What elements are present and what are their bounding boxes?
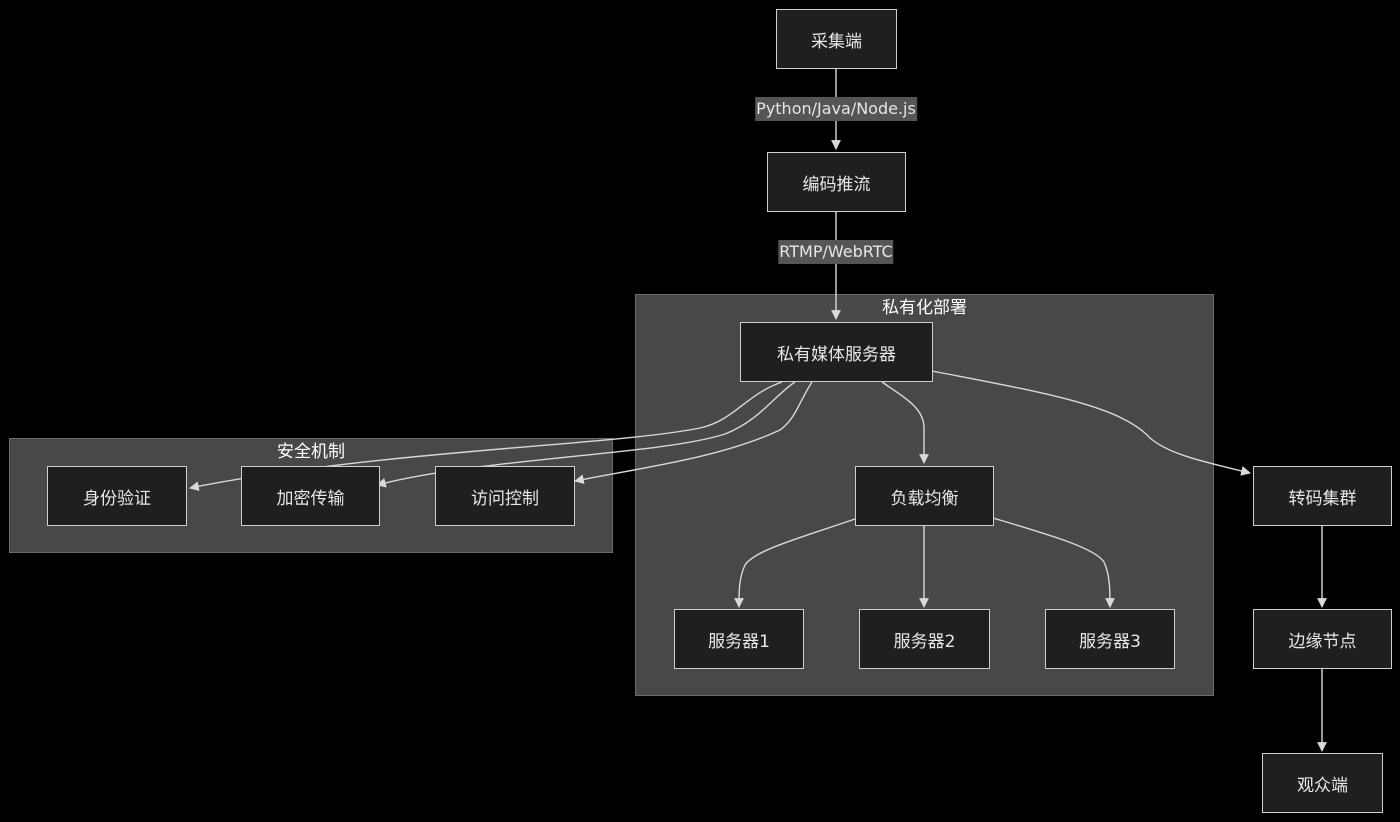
node-load-balancer[interactable]: 负载均衡 [855,466,994,526]
edge-label-languages: Python/Java/Node.js [755,97,917,121]
node-collector[interactable]: 采集端 [776,9,897,69]
node-edge-node[interactable]: 边缘节点 [1253,609,1392,669]
node-server2[interactable]: 服务器2 [859,609,990,669]
node-server1[interactable]: 服务器1 [674,609,804,669]
node-transcode[interactable]: 转码集群 [1253,466,1392,526]
node-access-control[interactable]: 访问控制 [435,466,575,526]
node-media-server[interactable]: 私有媒体服务器 [740,322,933,382]
node-viewer[interactable]: 观众端 [1262,753,1383,813]
cluster-security-title: 安全机制 [277,442,345,462]
node-auth[interactable]: 身份验证 [47,466,187,526]
cluster-private-deployment-title: 私有化部署 [882,298,967,318]
node-server3[interactable]: 服务器3 [1045,609,1175,669]
node-encoder[interactable]: 编码推流 [767,152,906,212]
edge-label-protocols: RTMP/WebRTC [778,240,894,264]
node-encryption[interactable]: 加密传输 [241,466,380,526]
